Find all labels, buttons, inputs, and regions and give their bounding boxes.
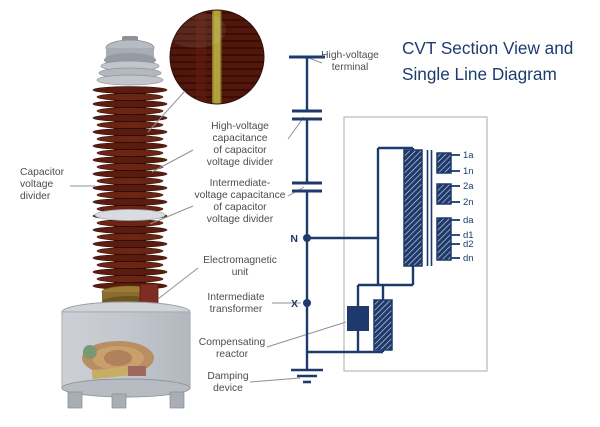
tap-label-1a: 1a	[463, 150, 474, 161]
insulator-column	[92, 86, 168, 308]
label-hv-terminal: High-voltage terminal	[321, 50, 379, 74]
mid-flange	[94, 209, 166, 221]
tap-label-da: da	[463, 215, 474, 226]
label-compensating-reactor: Compensating reactor	[198, 337, 266, 361]
tap-label-dn: dn	[463, 253, 474, 264]
label-iv-capacitance: Intermediate- voltage capacitance of cap…	[194, 178, 286, 226]
leader-hv-cap-right	[287, 116, 305, 140]
tank-feet	[67, 391, 185, 409]
node-n-dot	[303, 234, 311, 242]
capacitor-stack-inset	[169, 9, 265, 105]
insulator-fins	[92, 86, 168, 290]
base-tank	[61, 301, 191, 409]
compensating-reactor-symbol	[347, 306, 369, 331]
node-x-label: X	[291, 298, 298, 310]
label-hv-capacitance: High-voltage capacitance of capacitor vo…	[206, 121, 274, 169]
leader-em-unit	[157, 267, 199, 300]
tap-label-1n: 1n	[463, 166, 474, 177]
node-n-label: N	[290, 233, 298, 245]
core-stripe	[213, 10, 220, 104]
label-damping-device: Damping device	[207, 371, 249, 395]
leader-hv-cap-left	[151, 149, 194, 173]
label-electromagnetic-unit: Electromagnetic unit	[203, 255, 277, 279]
primary-winding	[403, 149, 423, 267]
page-title: CVT Section View and Single Line Diagram	[402, 38, 574, 84]
tap-label-d1: d1	[463, 230, 474, 241]
leader-hv-terminal	[308, 57, 323, 64]
node-x-dot	[303, 299, 311, 307]
cvt-section-view	[61, 36, 191, 409]
damping-coil	[373, 299, 393, 351]
ground-symbol	[291, 368, 323, 384]
tap-label-d2: d2	[463, 239, 474, 250]
capacitor-c1	[292, 109, 322, 121]
tap-label-2a: 2a	[463, 181, 474, 192]
em-unit-enclosure-outline	[343, 116, 488, 372]
tank-internals	[82, 341, 154, 380]
single-line-diagram: N X 1a 1n 2a 2n da d1 d2 dn	[289, 55, 488, 384]
secondary-winding-d	[436, 217, 452, 261]
secondary-winding-1	[436, 152, 452, 174]
label-intermediate-transformer: Intermediate transformer	[207, 292, 265, 316]
leader-iv-cap-left	[149, 205, 194, 225]
label-capacitor-voltage-divider: Capacitor voltage divider	[20, 167, 65, 203]
leader-inset	[147, 90, 186, 133]
leader-damping	[249, 377, 301, 383]
hv-terminal-cap-3d	[96, 36, 164, 86]
capacitor-c2	[292, 181, 322, 193]
tap-label-2n: 2n	[463, 197, 474, 208]
tap-leads	[451, 154, 460, 259]
secondary-winding-2	[436, 183, 452, 205]
